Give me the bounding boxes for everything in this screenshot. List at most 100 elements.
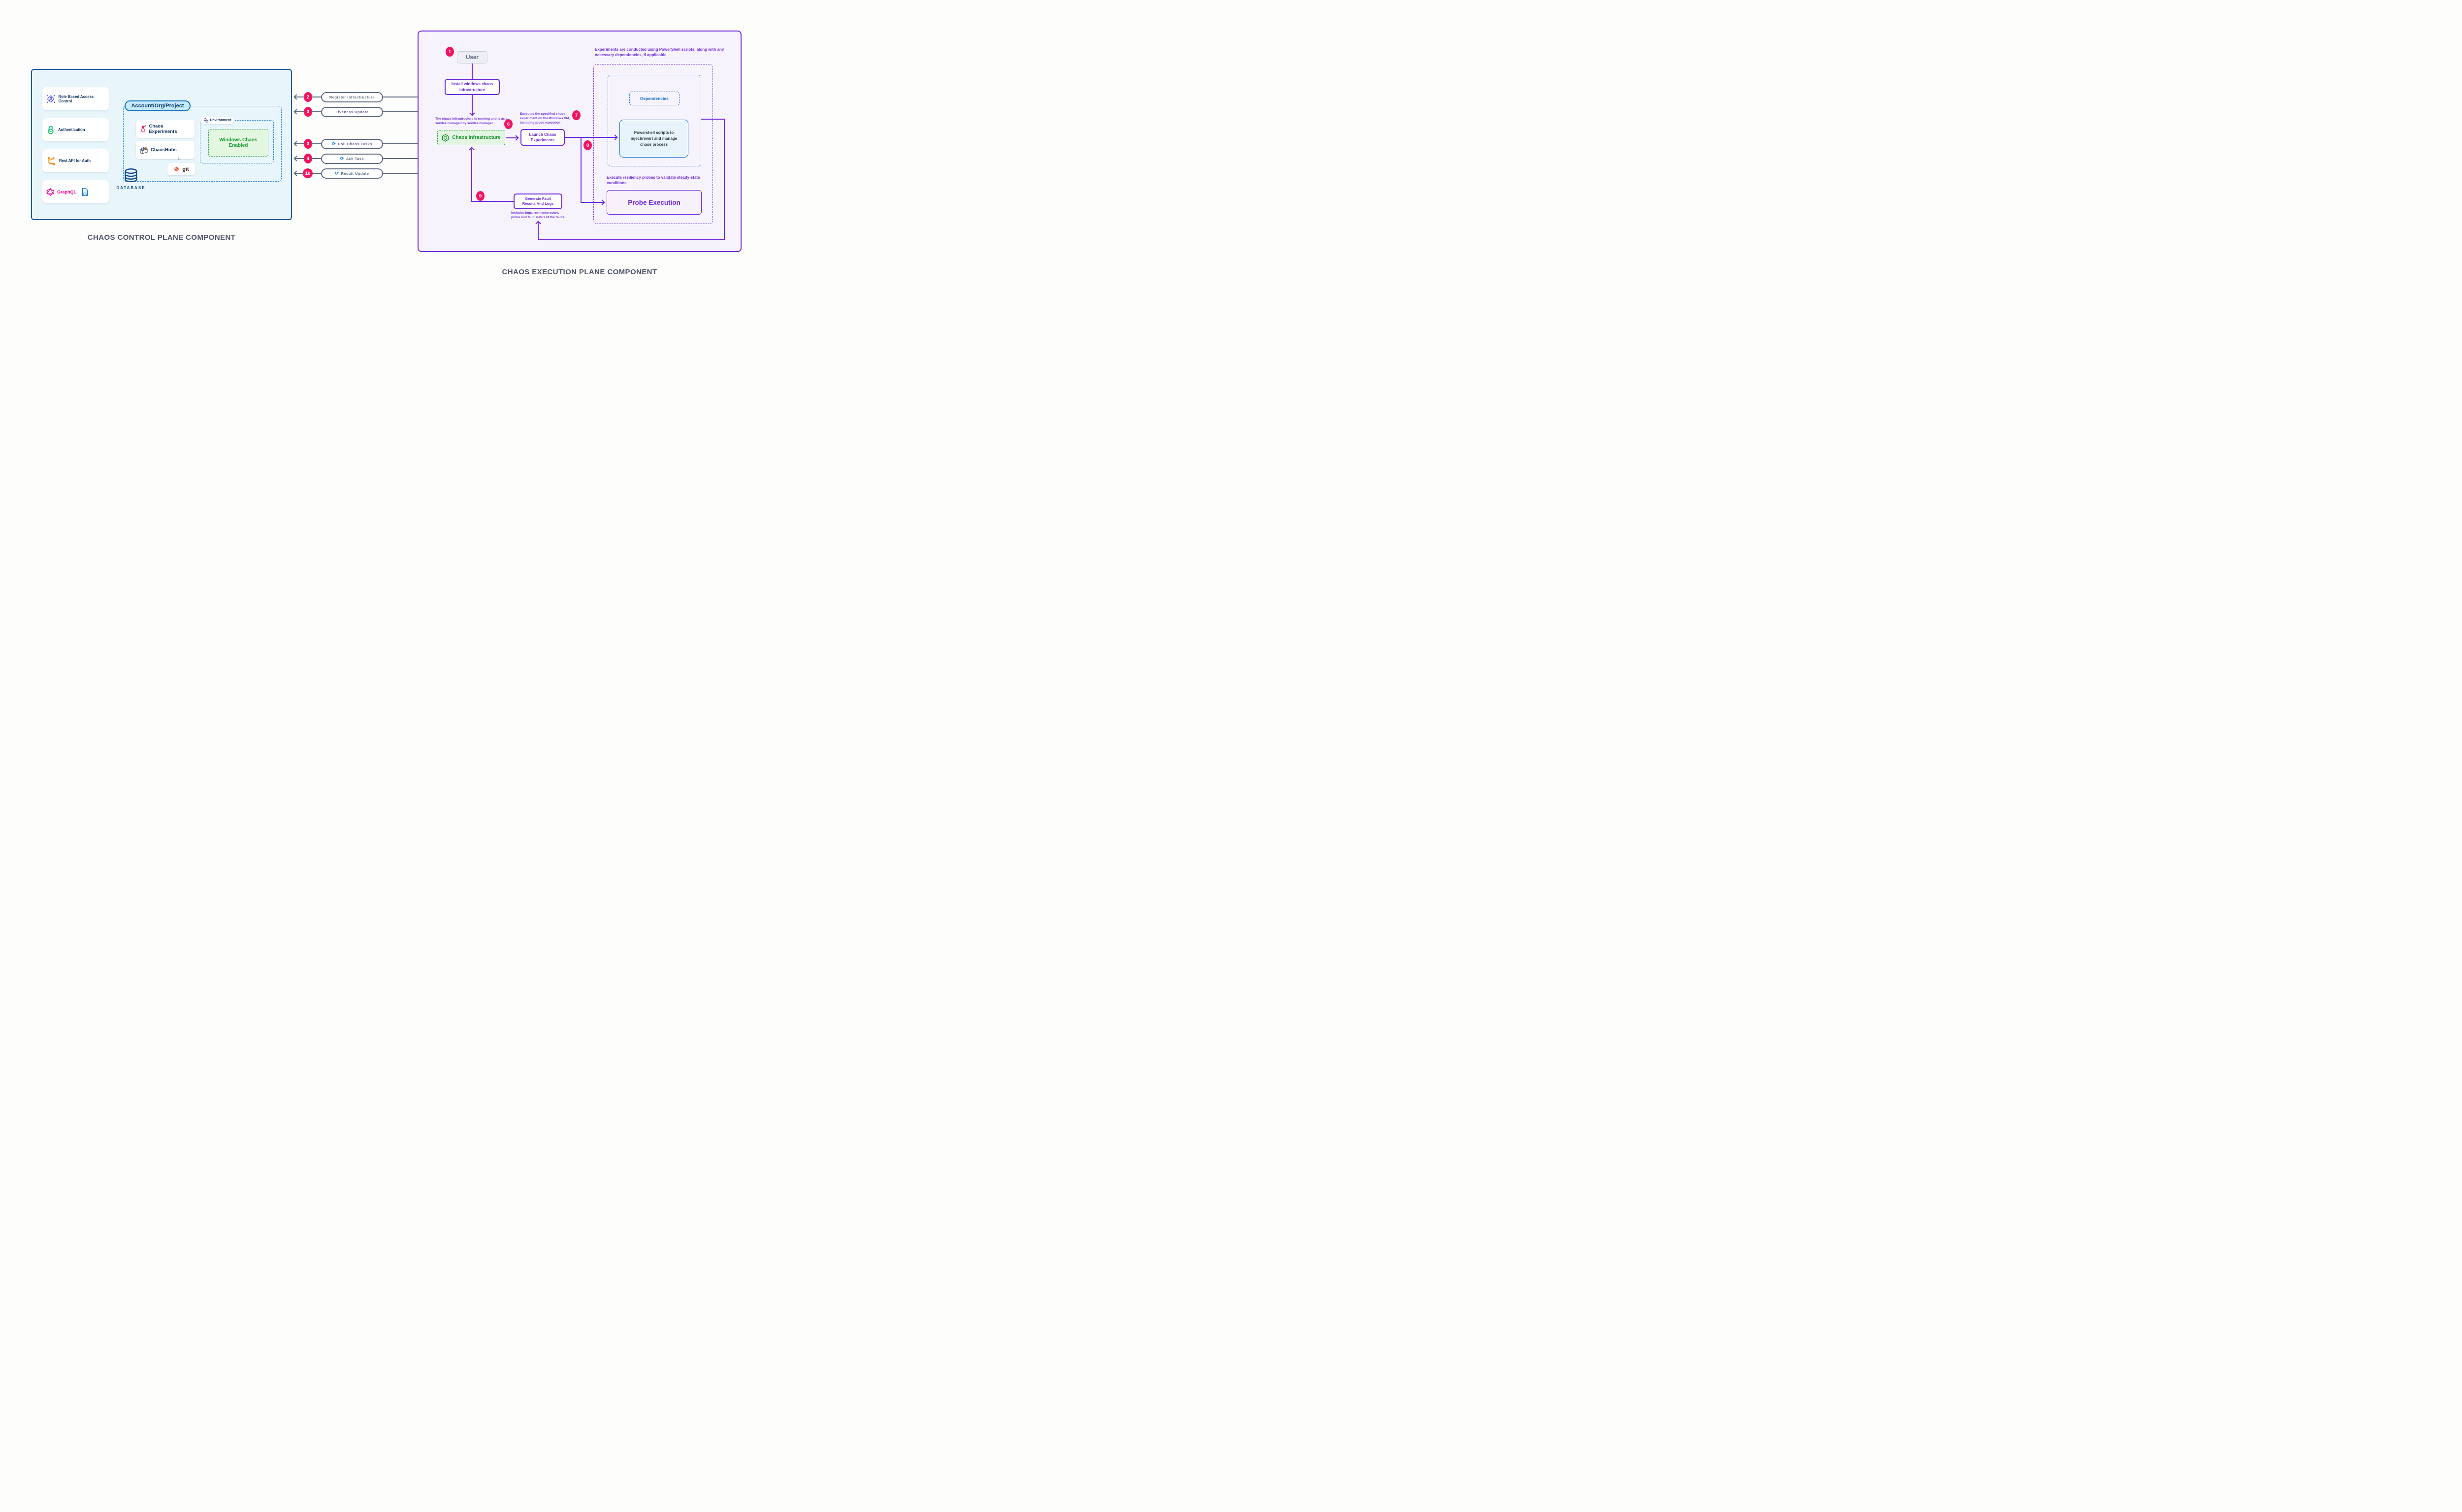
probe-execution-box: Probe Execution bbox=[607, 190, 702, 215]
flow-arrowhead-left bbox=[293, 141, 299, 147]
connector-launch-powershell bbox=[565, 137, 617, 138]
card-graphql-label: GraphQL bbox=[57, 189, 77, 194]
probe-execution-label: Probe Execution bbox=[628, 198, 680, 206]
install-infra-box: Install windows chaos infrastructure bbox=[445, 79, 500, 95]
step-badge-8: 8 bbox=[583, 140, 592, 150]
connector-user-install bbox=[472, 64, 473, 79]
card-rest-api: Rest API for Auth bbox=[42, 149, 109, 172]
windows-chaos-enabled-label: Windows Chaos Enabled bbox=[219, 137, 258, 148]
note-infra-running: The chaos infrastructure is running and … bbox=[435, 117, 508, 125]
flow-step-badge: 2 bbox=[304, 92, 312, 102]
feedback-line-right bbox=[724, 119, 725, 240]
card-graphql: GraphQL API bbox=[42, 180, 109, 203]
note-powershell-scripts: Experiments are conducted using PowerShe… bbox=[595, 47, 724, 57]
connector-install-infra bbox=[472, 95, 473, 115]
flow-arrowhead-left bbox=[293, 94, 299, 100]
flow-pill-result-update: ⟳Result Update bbox=[321, 168, 383, 179]
git-icon bbox=[174, 166, 179, 172]
database-icon bbox=[125, 168, 137, 183]
card-chaos-experiments-label: Chaos Experiments bbox=[149, 123, 177, 134]
card-chaoshubs: ChaosHubs bbox=[136, 141, 194, 159]
card-chaos-experiments: Chaos Experiments bbox=[136, 120, 194, 138]
connector-branch8-horizontal bbox=[581, 202, 604, 203]
flow-arrowhead-left bbox=[293, 109, 299, 115]
flow-pill-label: Liveness Update bbox=[335, 109, 369, 114]
powershell-scripts-box: Powershell scripts to inject/revert and … bbox=[619, 120, 688, 158]
account-org-project-container bbox=[123, 106, 282, 182]
note-executes-experiment: Executes the specified chaos experiment … bbox=[520, 112, 570, 125]
powershell-dashed-container bbox=[608, 75, 701, 166]
chaos-infrastructure-label: Chaos Infrastructure bbox=[452, 135, 501, 140]
note-includes-logs: Includes logs, resilience score, probe a… bbox=[511, 211, 565, 219]
dependencies-box: Dependencies bbox=[629, 92, 680, 105]
flow-pill-label: Result Update bbox=[341, 171, 369, 176]
git-sync-arrows: ↑↓ bbox=[177, 156, 181, 161]
generate-fault-results-label: Generate Fault Results And Logs bbox=[522, 196, 554, 206]
account-org-project-pill: Account/Org/Project bbox=[125, 100, 191, 111]
environment-label: Environment bbox=[210, 119, 231, 122]
user-box: User bbox=[457, 51, 487, 64]
rest-api-branch-icon bbox=[47, 157, 55, 165]
account-org-project-label: Account/Org/Project bbox=[131, 103, 184, 109]
feedback-line-up bbox=[538, 223, 539, 240]
user-label: User bbox=[466, 54, 479, 61]
step-badge-1: 1 bbox=[446, 47, 454, 57]
card-git-label: git bbox=[182, 166, 189, 172]
flow-pill-register-infrastructure: Register Infrastructure bbox=[321, 92, 383, 102]
diagram-canvas: Role Based Access Control Authentication… bbox=[0, 0, 772, 307]
environment-container bbox=[200, 120, 274, 163]
api-file-icon: API bbox=[82, 188, 88, 196]
environment-tab: Environment bbox=[200, 117, 234, 124]
generate-fault-results-box: Generate Fault Results And Logs bbox=[514, 193, 562, 209]
card-rest-api-label: Rest API for Auth bbox=[59, 159, 91, 163]
flow-pill-label: Ack Task bbox=[346, 156, 364, 161]
card-rbac: Role Based Access Control bbox=[42, 87, 109, 110]
execution-plane-title: CHAOS EXECUTION PLANE COMPONENT bbox=[502, 268, 657, 276]
refresh-icon: ⟳ bbox=[332, 141, 336, 146]
environment-hexagons-icon bbox=[203, 118, 208, 123]
flow-pill-liveness-update: Liveness Update bbox=[321, 106, 383, 117]
card-authentication-label: Authentication bbox=[58, 128, 85, 132]
refresh-icon: ⟳ bbox=[340, 156, 344, 161]
note-resiliency-probes: Execute resiliency probes to validate st… bbox=[607, 175, 700, 185]
connector-branch8-vertical bbox=[581, 137, 582, 203]
install-infra-label: Install windows chaos infrastructure bbox=[451, 82, 493, 92]
open-lock-icon bbox=[48, 126, 54, 134]
graphql-icon bbox=[46, 188, 54, 196]
flask-icon bbox=[140, 125, 146, 132]
svg-text:API: API bbox=[83, 193, 87, 196]
connector-generate-left bbox=[471, 201, 514, 202]
card-rbac-label: Role Based Access Control bbox=[58, 94, 94, 103]
refresh-icon: ⟳ bbox=[335, 170, 339, 176]
card-authentication: Authentication bbox=[42, 118, 109, 141]
database-label: DATABASE bbox=[116, 186, 146, 190]
windows-chaos-enabled-box: Windows Chaos Enabled bbox=[208, 129, 268, 157]
feedback-line-bottom bbox=[538, 239, 725, 241]
flow-step-badge: 3 bbox=[304, 107, 312, 117]
step-badge-7: 7 bbox=[572, 110, 581, 120]
flow-arrowhead-left bbox=[293, 156, 299, 161]
rbac-icon bbox=[46, 95, 55, 103]
launch-chaos-experiments-box: Launch Chaos Experiments bbox=[520, 129, 565, 146]
flow-pill-poll-chaos-tasks: ⟳Poll Chaos Tasks bbox=[321, 138, 383, 149]
flow-arrowhead-left bbox=[293, 170, 299, 176]
chaos-infrastructure-hexagon-icon bbox=[442, 133, 449, 142]
feedback-line-top bbox=[701, 119, 725, 120]
execution-dashed-container bbox=[593, 64, 713, 224]
dependencies-label: Dependencies bbox=[640, 96, 669, 101]
connector-infra-launch bbox=[506, 137, 518, 139]
flow-step-badge: 4 bbox=[304, 154, 312, 163]
test-tube-rack-icon bbox=[139, 146, 148, 154]
flow-step-badge: 10 bbox=[303, 168, 313, 178]
flow-step-badge: 3 bbox=[304, 139, 312, 149]
step-badge-6: 6 bbox=[504, 119, 513, 129]
step-badge-9: 9 bbox=[476, 191, 485, 201]
card-git: git bbox=[167, 163, 195, 175]
launch-chaos-experiments-label: Launch Chaos Experiments bbox=[529, 132, 556, 142]
card-chaoshubs-label: ChaosHubs bbox=[151, 147, 177, 153]
flow-pill-label: Poll Chaos Tasks bbox=[338, 141, 372, 146]
connector-generate-up bbox=[471, 149, 473, 202]
flow-pill-label: Register Infrastructure bbox=[329, 95, 375, 99]
chaos-infrastructure-box: Chaos Infrastructure bbox=[437, 130, 505, 145]
powershell-scripts-label: Powershell scripts to inject/revert and … bbox=[630, 130, 678, 147]
